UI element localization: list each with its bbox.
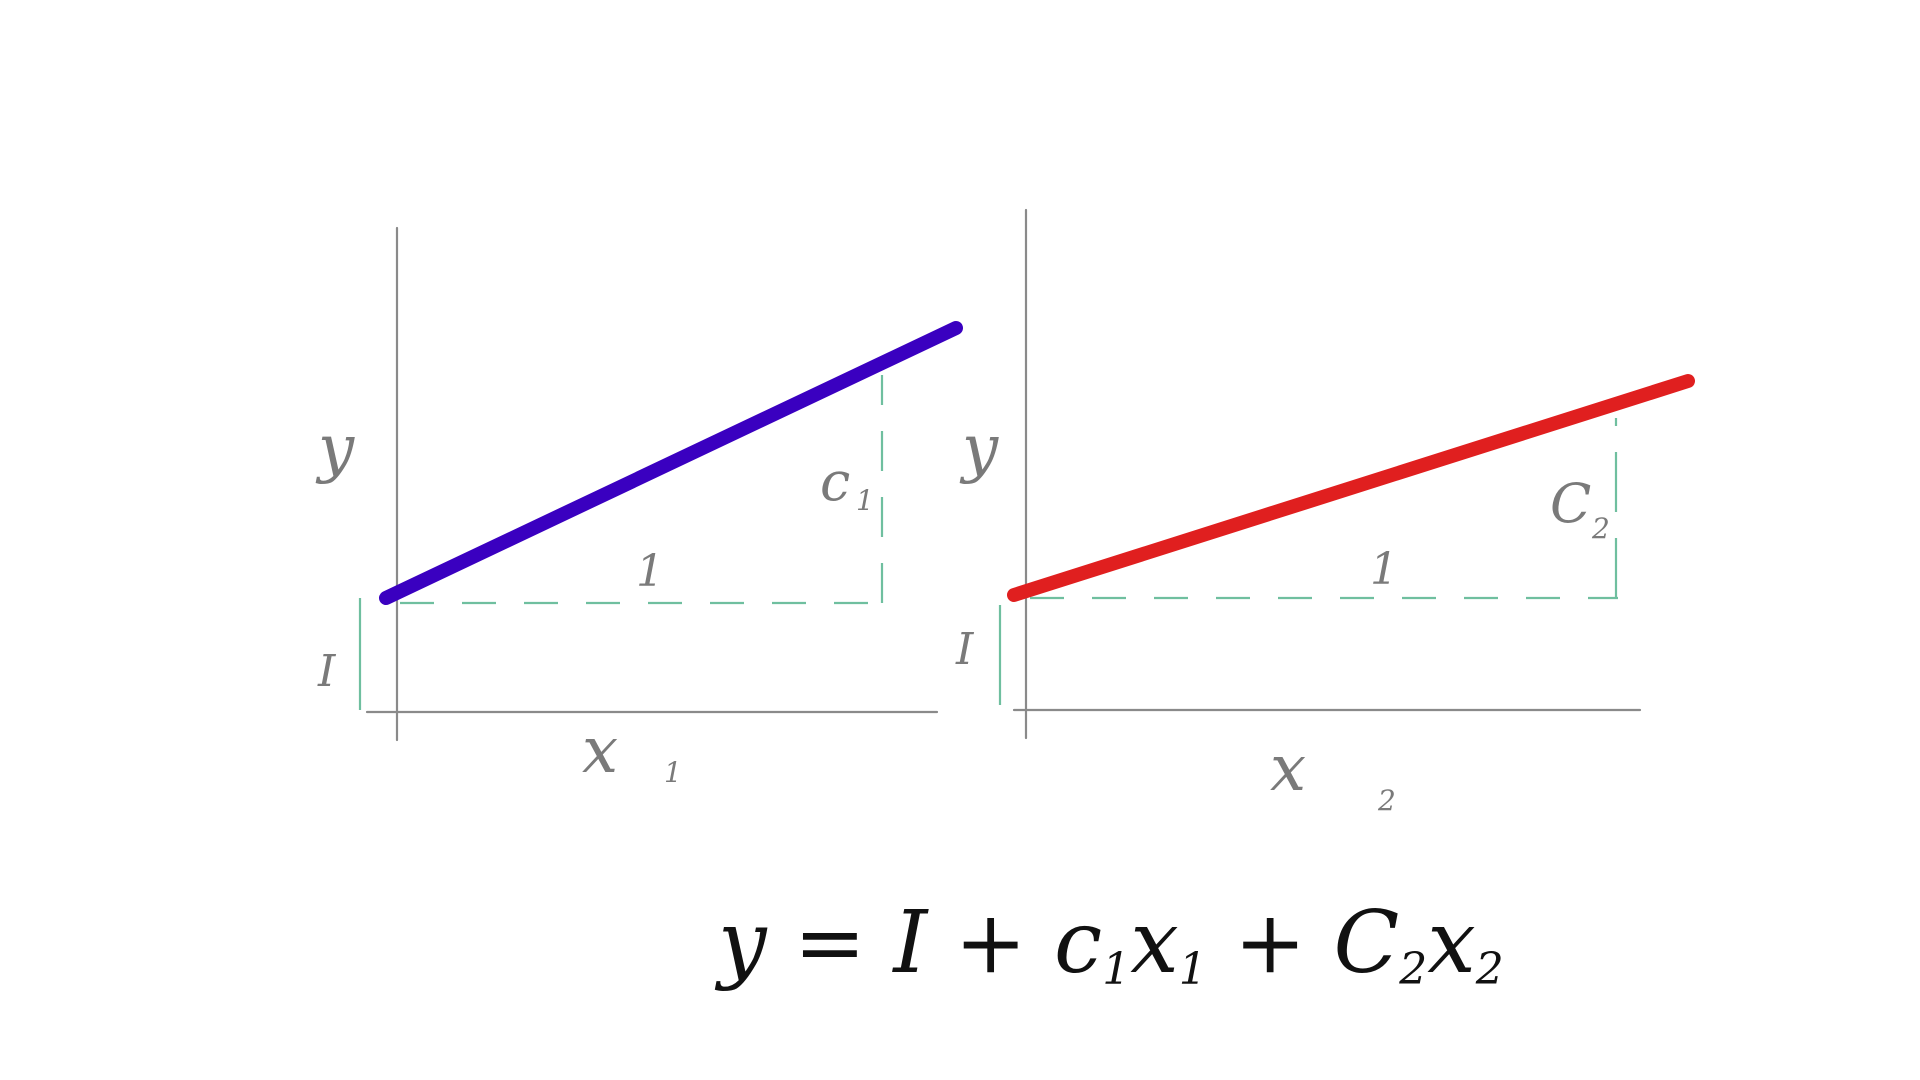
panel2-y-label: y — [959, 412, 999, 486]
panel1-slope-label: c 1 — [820, 450, 874, 517]
panel1-slope-letter: c — [820, 450, 850, 513]
eq-c2: C — [1333, 893, 1399, 993]
eq-x2: x — [1427, 893, 1476, 993]
eq-plus-1: + — [927, 893, 1054, 993]
panel2-slope-letter: C — [1550, 472, 1591, 535]
panel-x2: y I 1 C 2 x 2 — [955, 208, 1695, 817]
eq-c2-sub: 2 — [1398, 944, 1427, 995]
eq-c1: c — [1054, 893, 1102, 993]
eq-x2-sub: 2 — [1475, 944, 1504, 995]
regression-equation: y = I + c1x1 + C2x2 — [714, 893, 1504, 995]
eq-intercept: I — [891, 893, 929, 993]
panel2-regression-line — [1007, 374, 1695, 602]
panel2-slope-sub: 2 — [1591, 512, 1610, 545]
panel2-intercept-label: I — [955, 624, 975, 675]
panel-x1: y I 1 c 1 x 1 — [315, 226, 963, 789]
panel1-x-label: x 1 — [582, 714, 682, 789]
panel2-x-letter: x — [1270, 732, 1306, 806]
panel2-x-label: x 2 — [1270, 732, 1396, 817]
eq-x1: x — [1130, 893, 1179, 993]
eq-c1-sub: 1 — [1102, 944, 1130, 995]
eq-x1-sub: 1 — [1179, 944, 1207, 995]
panel1-slope-sub: 1 — [856, 484, 874, 517]
eq-y: y — [714, 893, 768, 993]
eq-equals: = — [767, 893, 894, 993]
panel2-run-label: 1 — [1370, 544, 1398, 595]
panel2-x-sub: 2 — [1377, 784, 1396, 817]
panel1-regression-line — [379, 321, 963, 605]
panel1-run-label: 1 — [636, 546, 664, 597]
panel1-x-sub: 1 — [664, 756, 682, 789]
panel2-slope-label: C 2 — [1550, 472, 1610, 545]
panel1-y-label: y — [315, 412, 355, 486]
panel1-intercept-label: I — [317, 646, 337, 697]
panel1-x-letter: x — [582, 714, 618, 788]
eq-plus-2: + — [1207, 893, 1334, 993]
